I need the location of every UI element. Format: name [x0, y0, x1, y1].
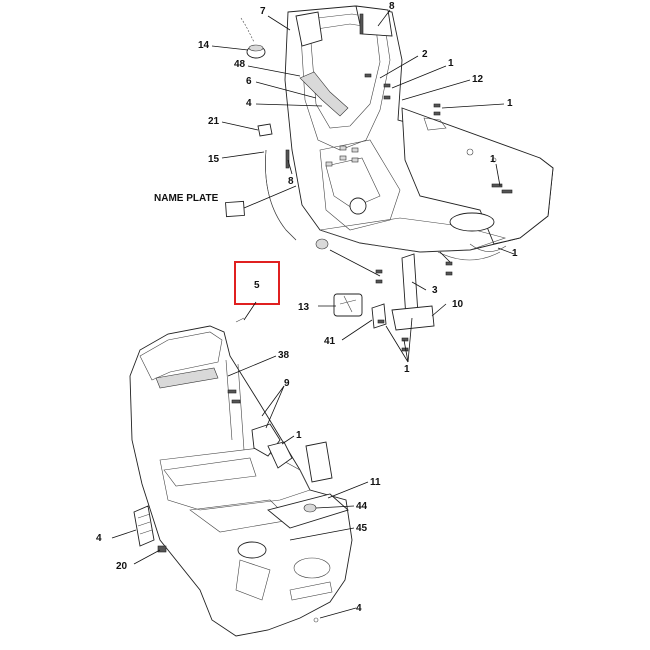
highlight-box-part-5 — [234, 261, 280, 305]
callout: 14 — [198, 40, 210, 51]
callout: 6 — [246, 76, 252, 87]
callout: 21 — [208, 116, 220, 127]
callout: 1 — [404, 364, 410, 375]
callout: 2 — [422, 49, 428, 60]
callout: 1 — [490, 154, 496, 165]
callout: 1 — [507, 98, 513, 109]
callout: 8 — [389, 1, 395, 12]
callout: 44 — [356, 501, 368, 512]
lower-housing-assembly — [129, 317, 353, 637]
callout: 11 — [370, 477, 381, 488]
upper-hardware — [240, 13, 513, 352]
callout: 8 — [288, 176, 294, 187]
upper-shroud-assembly — [284, 5, 554, 253]
callout: 48 — [234, 59, 246, 70]
callout: 3 — [432, 285, 438, 296]
callout: 4 — [96, 533, 102, 544]
callout: 4 — [356, 603, 362, 614]
callout: 12 — [472, 74, 484, 85]
callout: 7 — [260, 6, 266, 17]
callout: 38 — [278, 350, 290, 361]
callout: 1 — [512, 248, 518, 259]
leader-lines — [111, 9, 515, 619]
callout: 9 — [284, 378, 290, 389]
name-plate-label: NAME PLATE — [154, 193, 219, 204]
callout: 1 — [296, 430, 302, 441]
callout-part-5: 5 — [254, 280, 260, 291]
callout: 10 — [452, 299, 464, 310]
callout: 13 — [298, 302, 310, 313]
callout: 1 — [448, 58, 454, 69]
callout: 4 — [246, 98, 252, 109]
name-plate — [225, 200, 245, 218]
callout: 15 — [208, 154, 220, 165]
callout: 45 — [356, 523, 368, 534]
callout-labels: 7 8 14 48 2 1 6 12 1 4 21 1 15 8 1 5 3 1… — [96, 1, 518, 614]
callout: 20 — [116, 561, 128, 572]
callout: 41 — [324, 336, 336, 347]
